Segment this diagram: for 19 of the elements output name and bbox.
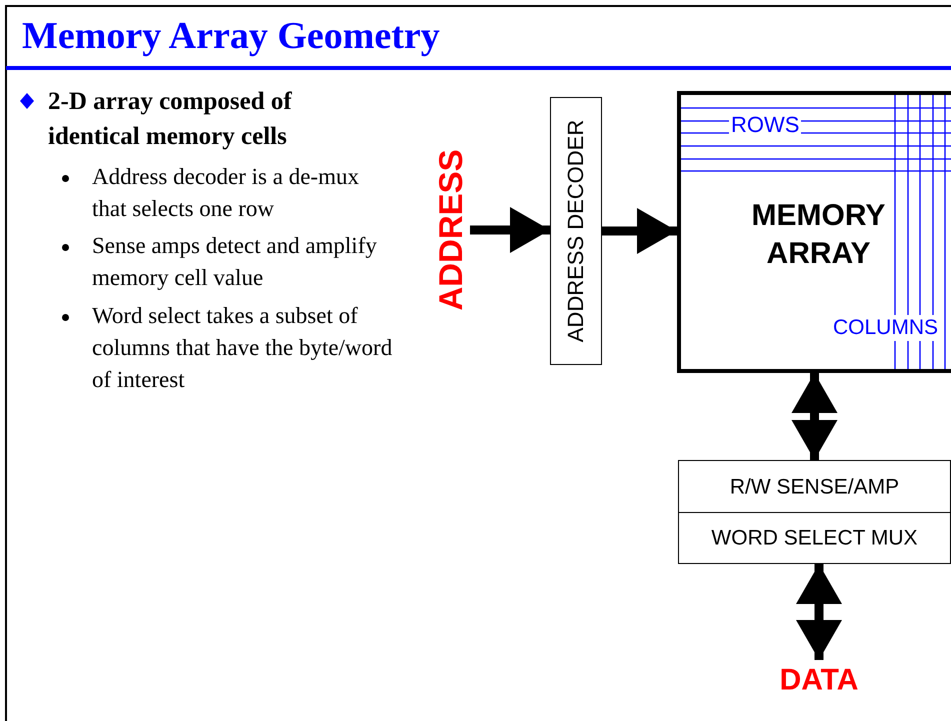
signal-label: ADDRESS — [432, 149, 470, 311]
column-label: COLUMNS — [831, 315, 940, 342]
box-label: WORD SELECT MUX — [710, 526, 919, 550]
decoder-box — [550, 97, 602, 365]
block-box — [678, 512, 951, 564]
arrow — [470, 207, 550, 253]
block-box — [678, 460, 951, 513]
signal-label: DATA — [780, 664, 858, 696]
arrow — [796, 564, 842, 660]
box-label: R/W SENSE/AMP — [728, 474, 900, 498]
slide-title: Memory Array Geometry — [22, 14, 440, 58]
bullet-text: Sense amps detect and amplify memory cell value — [92, 232, 378, 292]
bullet-heading: 2-D array composed of identical memory cells — [48, 87, 293, 152]
arrow — [792, 373, 838, 460]
box-label: ADDRESS DECODER — [564, 120, 588, 342]
bullet-text: Word select takes a subset of columns that have the byte/word of interest — [92, 302, 394, 394]
bullet-text: Address decoder is a de-mux that selects one row — [92, 163, 360, 223]
arrow — [602, 208, 677, 254]
block-label: MEMORY ARRAY — [750, 198, 886, 272]
